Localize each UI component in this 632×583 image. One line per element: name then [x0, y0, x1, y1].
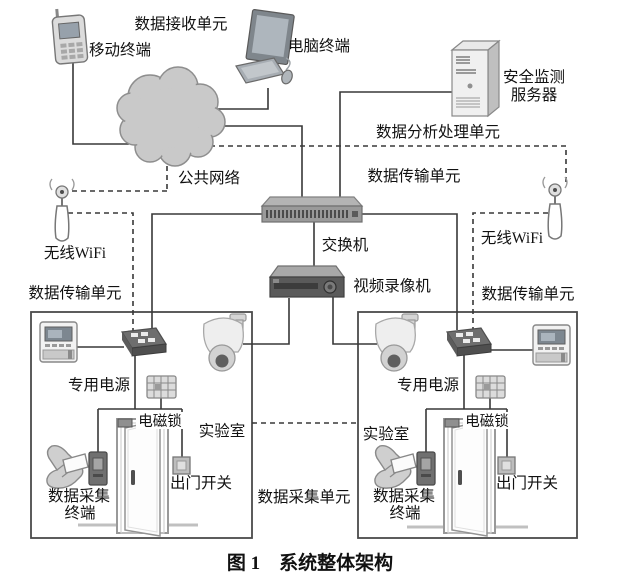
label-wifi-right: 无线WiFi [481, 229, 544, 247]
label-transmission-unit-top: 数据传输单元 [367, 167, 460, 185]
label-backer [136, 412, 184, 429]
magnetic-lock-right-icon [444, 418, 460, 428]
dvr-icon [268, 265, 346, 298]
network-cloud-icon [116, 66, 226, 167]
ptz-camera-left-icon [202, 313, 247, 372]
label-analysis-unit: 数据分析处理单元 [376, 123, 500, 141]
controller-left-icon [120, 327, 168, 357]
label-server-line1: 安全监测 [503, 68, 565, 86]
label-wifi-left: 无线WiFi [44, 244, 107, 262]
label-transmission-unit-right: 数据传输单元 [481, 285, 574, 303]
label-collect-terminal-right-line2: 终端 [389, 504, 420, 522]
door-left-icon [78, 418, 198, 537]
label-collect-terminal-left-line2: 终端 [64, 504, 95, 522]
label-computer-terminal: 电脑终端 [288, 37, 350, 55]
mobile-phone-icon [51, 8, 89, 65]
card-reader-left-icon [88, 451, 108, 486]
power-meter-right-icon [532, 324, 571, 366]
magnetic-lock-left-icon [117, 418, 133, 428]
exit-switch-left-icon [172, 456, 191, 475]
label-video-recorder: 视频录像机 [353, 277, 431, 295]
label-collect-unit: 数据采集单元 [257, 488, 350, 506]
server-icon [450, 39, 501, 118]
label-switch: 交换机 [322, 236, 369, 254]
wifi-antenna-left-icon [49, 178, 75, 242]
label-transmission-unit-left: 数据传输单元 [28, 284, 121, 302]
label-dedicated-power-right: 专用电源 [397, 376, 459, 394]
figure-caption: 图 1 系统整体架构 [227, 551, 393, 574]
keypad-right-icon [475, 375, 506, 399]
keypad-left-icon [146, 375, 177, 399]
controller-right-icon [445, 327, 493, 357]
label-mobile-terminal: 移动终端 [89, 41, 151, 59]
card-in-hand-left-icon [46, 444, 89, 489]
door-right-icon [407, 418, 528, 537]
label-collect-terminal-left-line1: 数据采集 [48, 487, 110, 505]
label-backer [463, 412, 511, 429]
label-receive-unit: 数据接收单元 [134, 15, 227, 33]
label-exit-switch-right: 出门开关 [496, 474, 558, 492]
label-public-network: 公共网络 [178, 169, 240, 187]
label-server-line2: 服务器 [511, 86, 558, 104]
power-meter-left-icon [39, 321, 78, 363]
card-reader-right-icon [416, 451, 436, 486]
right-collection-unit-box [357, 311, 578, 539]
label-exit-switch-left: 出门开关 [170, 474, 232, 492]
exit-switch-right-icon [497, 456, 516, 475]
label-dedicated-power-left: 专用电源 [68, 376, 130, 394]
label-magnetic-lock-left: 电磁锁 [138, 413, 182, 430]
card-in-hand-right-icon [374, 444, 417, 489]
label-laboratory-left: 实验室 [199, 422, 246, 440]
desktop-computer-icon [235, 8, 295, 85]
switch-icon [260, 196, 364, 223]
wifi-antenna-right-icon [542, 176, 568, 240]
ptz-camera-right-icon [374, 313, 419, 372]
label-collect-terminal-right-line1: 数据采集 [373, 487, 435, 505]
label-magnetic-lock-right: 电磁锁 [465, 413, 509, 430]
dashed-links [68, 145, 567, 424]
label-laboratory-right: 实验室 [363, 425, 410, 443]
left-collection-unit-box [30, 311, 253, 539]
